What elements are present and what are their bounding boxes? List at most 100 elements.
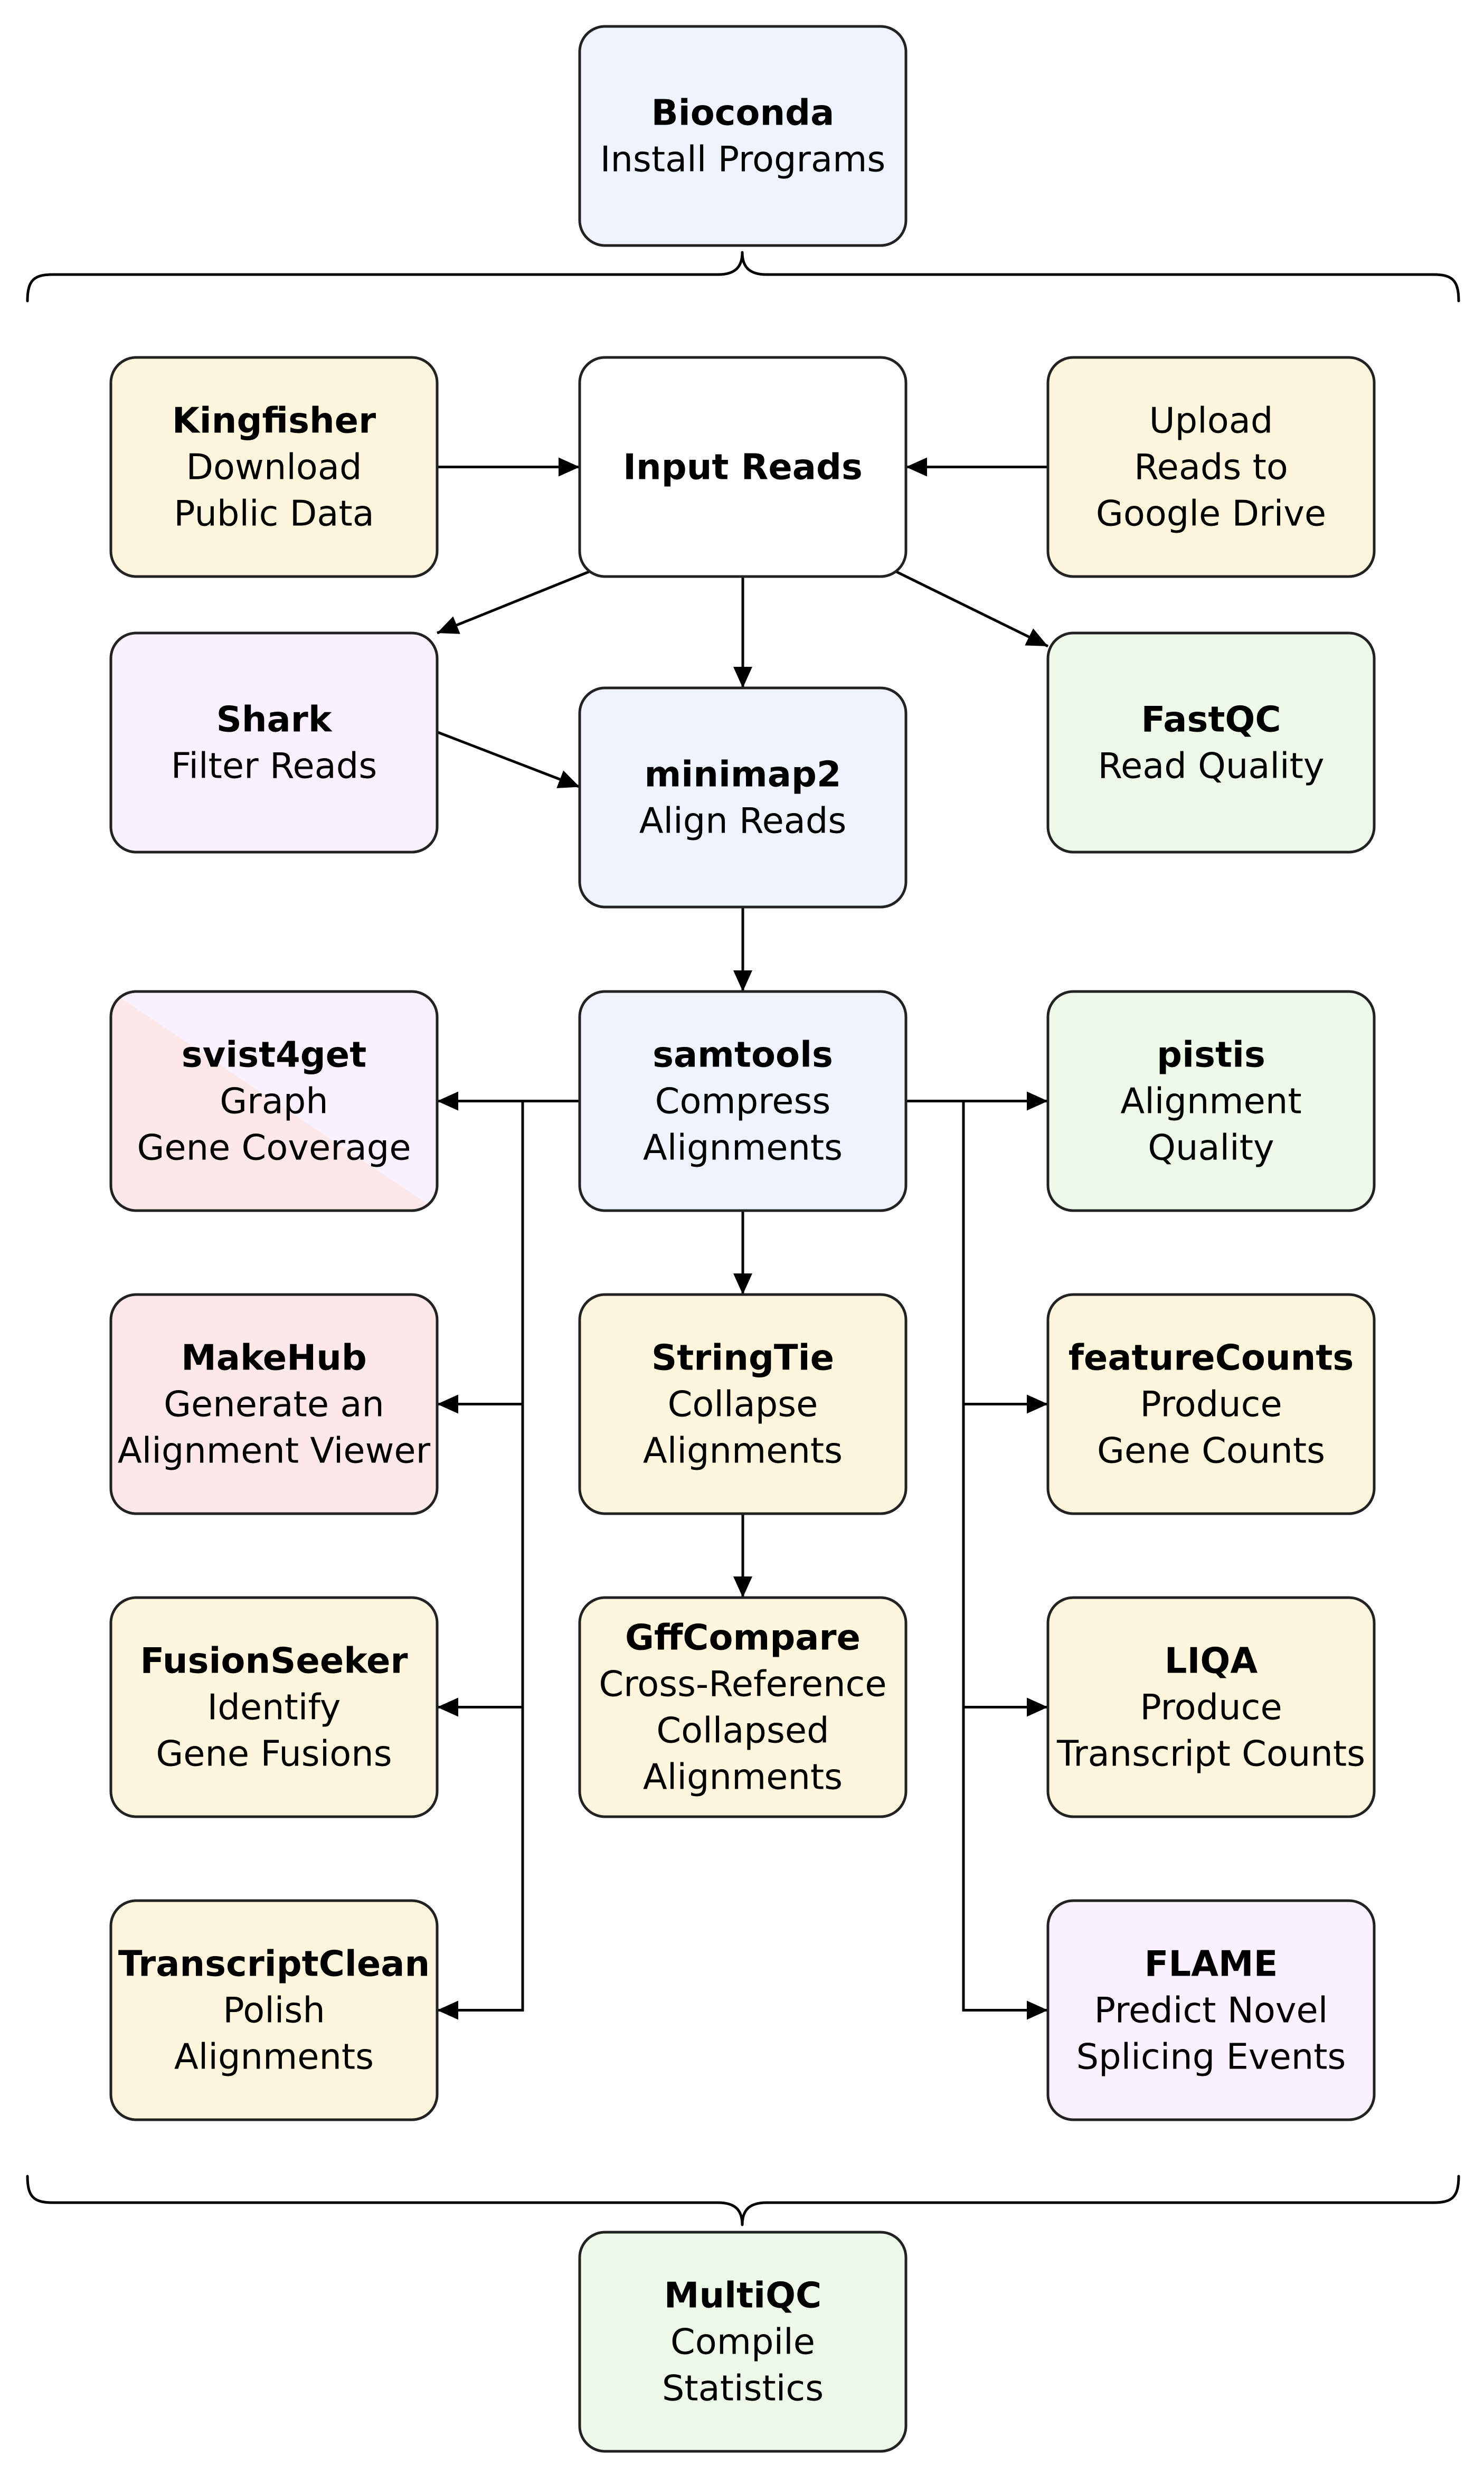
node-shark-desc: Filter Reads	[171, 745, 377, 787]
node-flame-desc: Splicing Events	[1076, 2036, 1346, 2078]
node-makehub-box	[109, 1293, 439, 1515]
node-upload-desc: Upload	[1149, 400, 1273, 441]
node-upload-desc: Reads to	[1134, 447, 1288, 488]
node-liqa-desc: Produce	[1140, 1687, 1282, 1728]
node-fastqc-title: FastQC	[1141, 699, 1281, 740]
node-transcriptclean-title: TranscriptClean	[118, 1943, 430, 1985]
node-kingfisher-title: Kingfisher	[172, 400, 376, 441]
node-pistis-desc: Alignment	[1120, 1081, 1301, 1122]
node-stringtie-box	[578, 1293, 908, 1515]
node-liqa-title: LIQA	[1165, 1640, 1258, 1682]
node-liqa-box	[1046, 1596, 1376, 1818]
node-input-reads-title: Input Reads	[623, 447, 863, 488]
arrow-shark-to-minimap2	[437, 731, 580, 788]
node-featurecounts-desc: Gene Counts	[1097, 1430, 1325, 1471]
node-minimap2-title: minimap2	[644, 754, 841, 795]
arrow-input-reads-to-shark	[437, 570, 591, 635]
node-shark-box	[109, 631, 439, 854]
node-flame-box	[1046, 1899, 1376, 2121]
node-featurecounts-desc: Produce	[1140, 1384, 1282, 1425]
node-fastqc-box	[1046, 631, 1376, 854]
node-liqa-desc: Transcript Counts	[1056, 1733, 1365, 1774]
node-multiqc-desc: Statistics	[662, 2368, 824, 2409]
node-svist4get-desc: Gene Coverage	[137, 1127, 411, 1168]
node-gffcompare: GffCompareCross-ReferenceCollapsedAlignm…	[578, 1596, 908, 1818]
arrow-samtools-to-featurecounts	[962, 1101, 1048, 1414]
node-svist4get-desc: Graph	[220, 1081, 328, 1122]
node-fusionseeker-desc: Gene Fusions	[156, 1733, 392, 1774]
node-minimap2-desc: Align Reads	[639, 800, 847, 842]
node-bioconda-desc: Install Programs	[600, 139, 886, 180]
node-flame-title: FLAME	[1145, 1943, 1278, 1985]
node-transcriptclean-box	[109, 1899, 439, 2121]
node-fastqc-desc: Read Quality	[1098, 745, 1324, 787]
node-gffcompare-title: GffCompare	[625, 1617, 861, 1658]
connector-arrows	[437, 457, 1049, 2020]
node-svist4get-title: svist4get	[182, 1034, 366, 1075]
arrow-samtools-to-transcriptclean	[437, 1101, 524, 2020]
node-gffcompare-desc: Alignments	[643, 1757, 843, 1798]
group-brace-bottom	[26, 2175, 1460, 2226]
node-samtools-desc: Compress	[655, 1081, 831, 1122]
node-input-reads-box	[578, 356, 908, 578]
node-kingfisher-desc: Download	[186, 447, 362, 488]
node-svist4get-box	[109, 990, 439, 1212]
node-multiqc-box	[578, 2231, 908, 2453]
node-gffcompare-desc: Collapsed	[656, 1710, 829, 1751]
node-fusionseeker-box	[109, 1596, 439, 1818]
node-multiqc-desc: Compile	[670, 2321, 815, 2363]
node-fusionseeker-desc: Identify	[207, 1687, 341, 1728]
node-featurecounts-box	[1046, 1293, 1376, 1515]
arrow-samtools-to-makehub	[437, 1101, 524, 1414]
node-input-reads: Input Reads	[578, 356, 908, 578]
node-upload-box	[1046, 356, 1376, 578]
node-samtools-title: samtools	[653, 1034, 833, 1075]
node-minimap2-box	[578, 686, 908, 909]
arrow-samtools-to-flame	[962, 1101, 1048, 2020]
node-samtools-desc: Alignments	[643, 1127, 843, 1168]
node-stringtie-title: StringTie	[651, 1337, 834, 1378]
node-gffcompare-box	[578, 1596, 908, 1818]
node-fusionseeker-title: FusionSeeker	[140, 1640, 408, 1682]
node-makehub-desc: Generate an	[164, 1384, 384, 1425]
node-featurecounts-title: featureCounts	[1069, 1337, 1354, 1378]
node-stringtie-desc: Alignments	[643, 1430, 843, 1471]
arrow-input-reads-to-fastqc	[894, 570, 1049, 648]
node-kingfisher-box	[109, 356, 439, 578]
group-brace-top	[26, 251, 1460, 303]
node-kingfisher-desc: Public Data	[174, 493, 374, 534]
node-shark-title: Shark	[216, 699, 333, 740]
node-transcriptclean-desc: Polish	[223, 1990, 325, 2031]
node-fastqc: FastQC Read Quality	[1046, 631, 1376, 854]
node-upload-desc: Google Drive	[1096, 493, 1326, 534]
node-makehub-title: MakeHub	[181, 1337, 367, 1378]
node-stringtie-desc: Collapse	[668, 1384, 818, 1425]
node-pistis-box	[1046, 990, 1376, 1212]
node-gffcompare-desc: Cross-Reference	[599, 1664, 886, 1705]
node-bioconda-box	[578, 25, 908, 247]
node-transcriptclean-desc: Alignments	[174, 2036, 374, 2078]
node-pistis-title: pistis	[1157, 1034, 1265, 1075]
node-multiqc-title: MultiQC	[664, 2275, 821, 2316]
node-pistis-desc: Quality	[1148, 1127, 1274, 1168]
node-flame-desc: Predict Novel	[1094, 1990, 1328, 2031]
node-samtools-box	[578, 990, 908, 1212]
node-makehub-desc: Alignment Viewer	[118, 1430, 431, 1471]
